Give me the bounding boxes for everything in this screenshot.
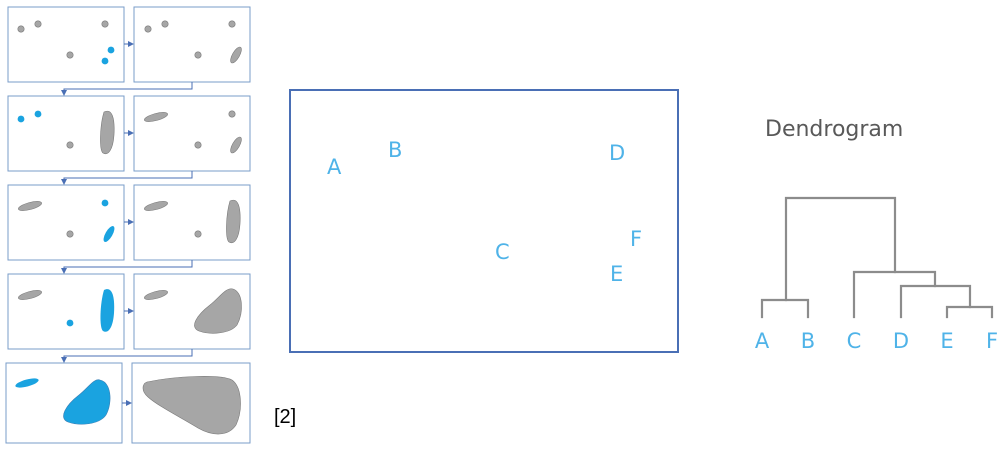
step-4-points [18, 289, 115, 332]
dendrogram-leaf-c: C [846, 329, 862, 353]
step-5-points [15, 378, 111, 425]
dendrogram-link-ef [945, 305, 994, 319]
dendrogram-leaf-f: F [985, 329, 999, 353]
dendrogram-leaf-b: B [800, 329, 816, 353]
step-3-result [144, 199, 241, 244]
point-label-c: C [495, 240, 510, 264]
step-return-arrow [61, 171, 193, 185]
point-label-d: D [609, 141, 626, 165]
dendrogram-link-root [784, 196, 897, 302]
dendrogram-link-d-ef [899, 284, 972, 319]
step-panel [131, 362, 251, 444]
step-5-result [142, 376, 241, 435]
dendrogram-title: Dendrogram [765, 117, 904, 142]
point-label-a: A [327, 155, 342, 179]
step-3-points [18, 199, 115, 242]
citation-reference: [2] [274, 406, 297, 428]
step-1-points [17, 20, 115, 65]
dendrogram-leaf-e: E [940, 329, 954, 353]
dendrogram-leaf-a: A [754, 329, 770, 353]
points-scatter-box [289, 89, 679, 353]
point-label-f: F [630, 227, 643, 251]
step-2-points [17, 110, 115, 155]
point-label-b: B [388, 138, 403, 162]
dendrogram-link-ab [760, 298, 810, 319]
step-4-result [144, 288, 242, 334]
step-2-result [144, 110, 242, 154]
step-return-arrow [61, 260, 193, 274]
step-1-result [144, 20, 242, 64]
point-label-e: E [610, 262, 624, 286]
dendrogram-link-c-def [852, 270, 937, 319]
step-return-arrow [61, 82, 193, 96]
dendrogram-leaf-d: D [892, 329, 910, 353]
step-return-arrow [61, 349, 193, 363]
clustering-steps-diagram [5, 6, 251, 444]
